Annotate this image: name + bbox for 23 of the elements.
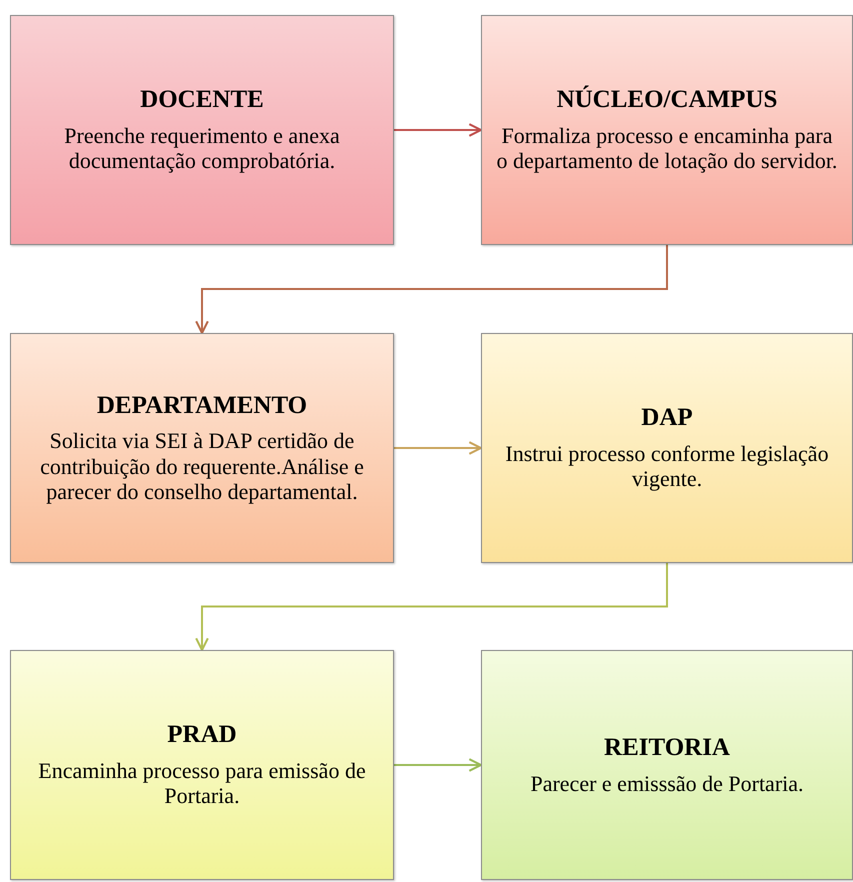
box-description: Solicita via SEI à DAP certidão de contribuição do requerente.Análise e parecer do conselho departamental.	[39, 428, 365, 504]
arrow	[195, 563, 668, 652]
box-title: REITORIA	[604, 734, 730, 763]
box-title: NÚCLEO/CAMPUS	[556, 86, 778, 116]
box-title: PRAD	[167, 721, 237, 750]
box-description: Preenche requerimento e anexa documentação comprobatória.	[63, 123, 341, 174]
box-description: Encaminha processo para emissão de Portaria.	[37, 758, 367, 809]
box-description: Parecer e emisssão de Portaria.	[530, 770, 804, 796]
process-box	[10, 333, 394, 563]
process-box	[10, 650, 394, 880]
box-title: DAP	[641, 404, 693, 434]
process-box	[10, 15, 394, 245]
arrow	[195, 245, 668, 334]
box-description: Instrui processo conforme legislação vigente.	[504, 441, 830, 492]
box-title: DEPARTAMENTO	[96, 392, 308, 420]
arrow	[394, 758, 482, 772]
process-box	[481, 333, 853, 563]
arrow	[394, 123, 482, 137]
process-box	[481, 650, 853, 880]
box-title: DOCENTE	[140, 86, 264, 116]
process-box	[481, 15, 853, 245]
arrow	[394, 441, 482, 455]
box-description: Formaliza processo e encaminha para o departamento de lotação do servidor.	[496, 123, 838, 174]
